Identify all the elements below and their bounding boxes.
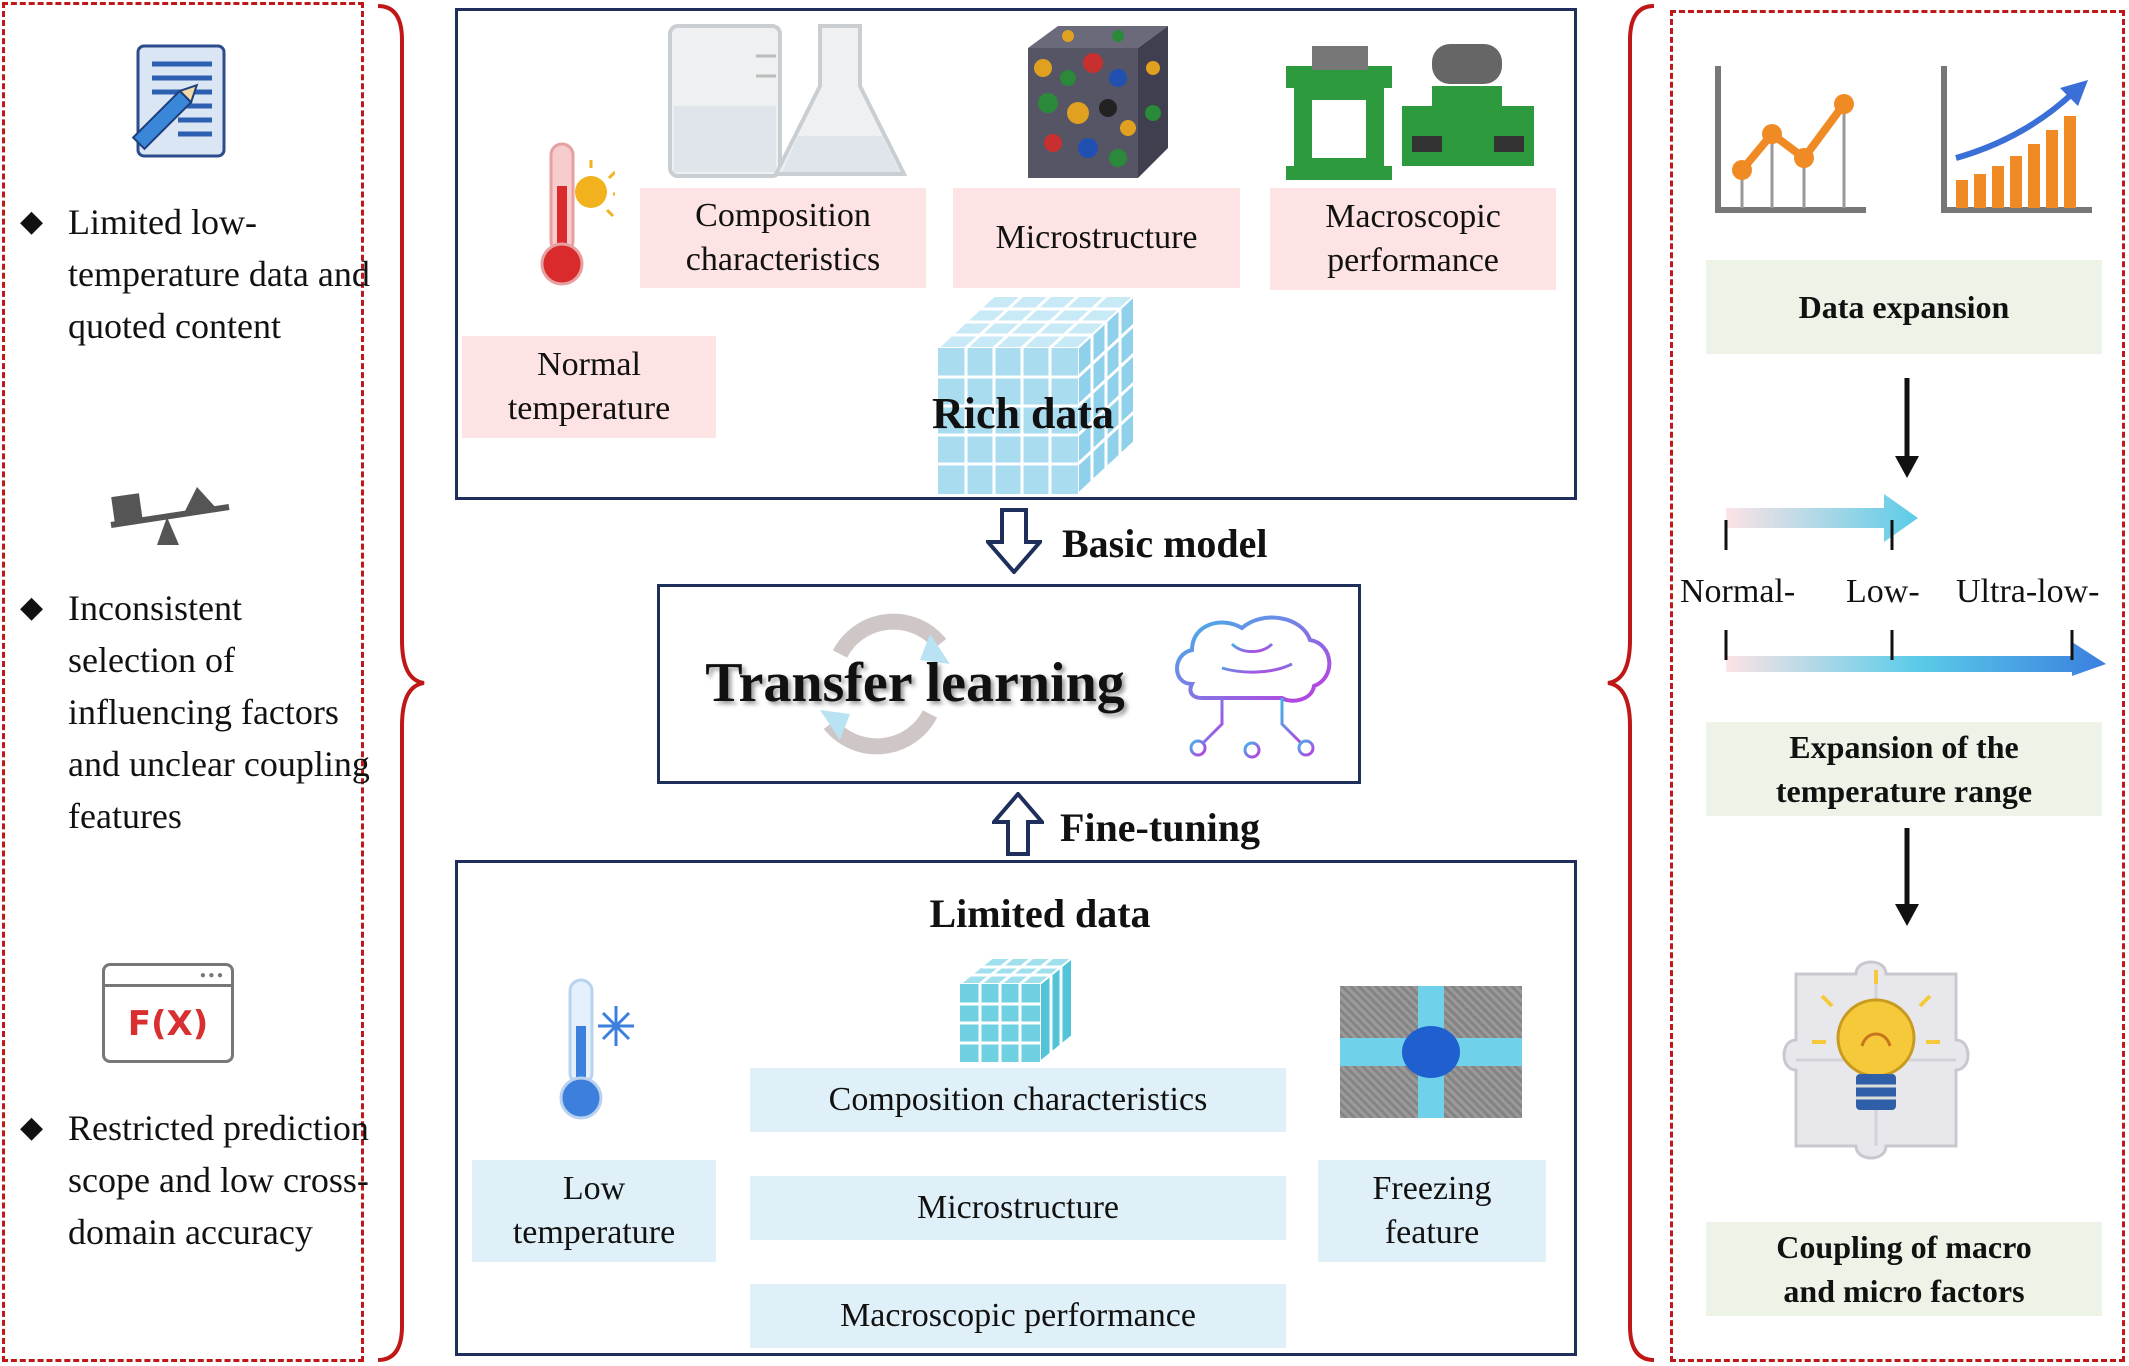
bottom-microstructure-label: Microstructure	[750, 1176, 1286, 1240]
bullet-text: Restricted prediction scope and low cros…	[68, 1108, 369, 1252]
flow-arrow-down-1	[1895, 378, 1919, 478]
rich-data-title: Rich data	[931, 389, 1115, 438]
coupling-macro-micro-label: Coupling of macro and micro factors	[1706, 1222, 2102, 1316]
bottom-low-temperature-label: Low temperature	[472, 1160, 716, 1262]
transfer-learning-title: Transfer learning	[705, 652, 1125, 714]
lab-glassware-icon	[668, 24, 908, 178]
fine-tuning-label: Fine-tuning	[1060, 805, 1261, 850]
right-panel	[1670, 10, 2125, 1362]
bullet-marker: ◆	[20, 205, 44, 238]
bottom-macroscopic-label: Macroscopic performance	[750, 1284, 1286, 1348]
lightbulb-puzzle-icon	[1782, 960, 1970, 1160]
left-panel	[2, 2, 364, 1362]
left-curly-brace	[377, 4, 425, 1362]
basic-model-label: Basic model	[1062, 521, 1268, 566]
top-macroscopic-label: Macroscopic performance	[1270, 188, 1556, 290]
document-edit-icon	[131, 44, 226, 158]
temp-label-ultra-low: Ultra-low-	[1956, 573, 2100, 610]
hot-thermometer-icon	[540, 142, 615, 286]
top-microstructure-label: Microstructure	[953, 188, 1240, 288]
freezing-microscopy-image	[1340, 986, 1522, 1118]
right-curly-brace	[1607, 4, 1655, 1362]
temperature-range-long-arrow	[1724, 630, 2106, 676]
fx-label: F(X)	[127, 1004, 209, 1044]
bullet-marker: ◆	[20, 591, 44, 624]
bullet-text: Inconsistent selection of influencing fa…	[68, 588, 370, 836]
bottom-composition-label: Composition characteristics	[750, 1068, 1286, 1132]
cycle-arrows-icon	[820, 613, 950, 755]
data-expansion-label: Data expansion	[1706, 260, 2102, 354]
bar-chart-growth-icon	[1941, 66, 2092, 213]
small-data-cube-icon	[960, 956, 1072, 1064]
limited-data-title: Limited data	[929, 891, 1151, 936]
expansion-temperature-range-label: Expansion of the temperature range	[1706, 722, 2102, 816]
flow-arrow-down-2	[1895, 828, 1919, 926]
brain-circuit-icon	[1175, 615, 1332, 759]
up-arrow-icon	[992, 792, 1044, 856]
temperature-range-short-arrow	[1724, 494, 1918, 550]
bullet-text: Limited low-temperature data and quoted …	[68, 202, 370, 346]
down-arrow-icon	[986, 508, 1042, 574]
microstructure-particles-icon	[1028, 26, 1168, 178]
bottom-freezing-feature-label: Freezing feature	[1318, 1160, 1546, 1262]
function-window-icon: ● ● ● F(X)	[102, 963, 234, 1063]
data-cube-icon	[938, 294, 1134, 496]
testing-machine-icon	[1286, 44, 1534, 180]
seesaw-balance-icon	[110, 487, 230, 545]
top-normal-temperature-label: Normal temperature	[462, 336, 716, 438]
temp-label-low: Low-	[1846, 573, 1920, 610]
cold-thermometer-icon	[559, 978, 634, 1120]
top-composition-label: Composition characteristics	[640, 188, 926, 288]
temp-label-normal: Normal-	[1680, 573, 1796, 610]
bullet-marker: ◆	[20, 1111, 44, 1144]
line-chart-icon	[1715, 66, 1866, 213]
